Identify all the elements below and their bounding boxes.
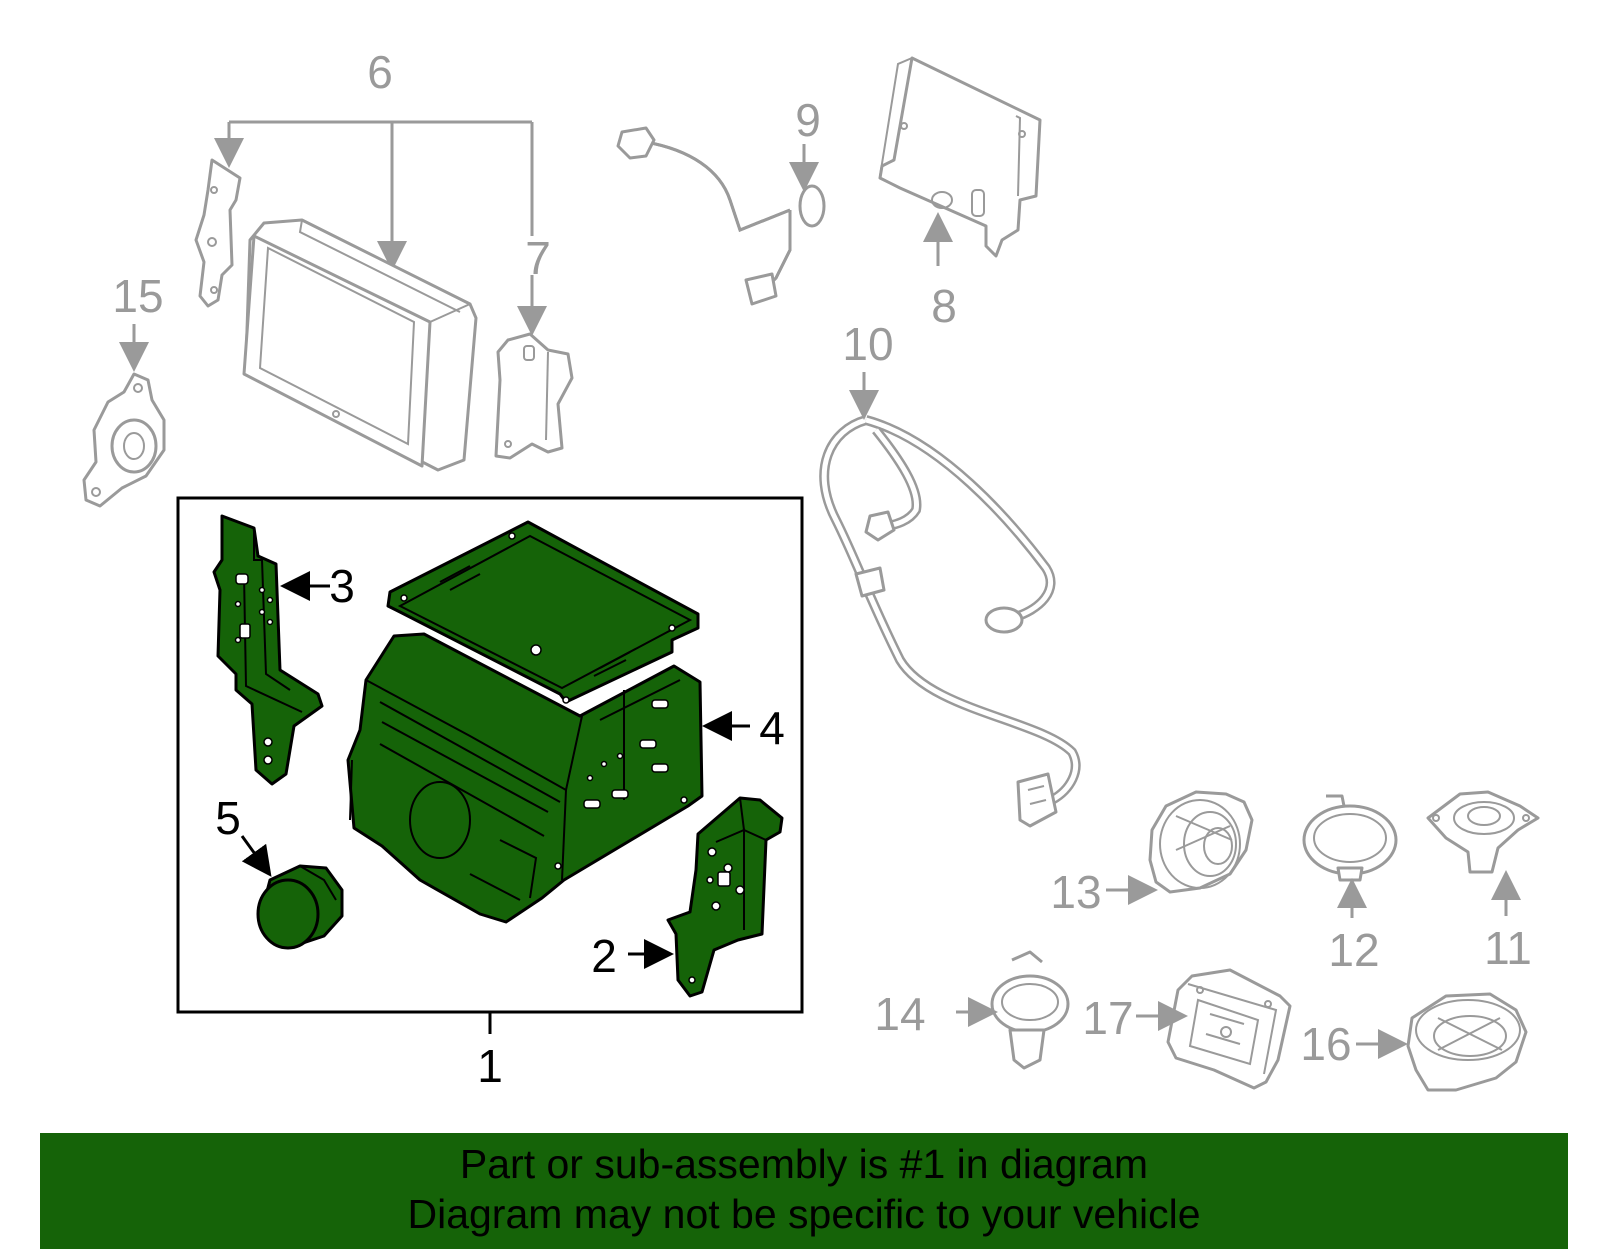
part-10-wiring-harness: [819, 415, 1081, 828]
part-11-tweeter: [1426, 790, 1540, 874]
part-13-speaker: [1148, 790, 1254, 894]
callout-6: 6: [367, 46, 393, 98]
callout-11: 11: [1484, 922, 1532, 974]
callout-12: 12: [1328, 924, 1379, 976]
footer-banner: Part or sub-assembly is #1 in diagram Di…: [40, 1133, 1568, 1249]
part-4-head-unit: [346, 520, 704, 924]
callout-13: 13: [1050, 866, 1101, 918]
callout-8: 8: [931, 280, 957, 332]
footer-line-1: Part or sub-assembly is #1 in diagram: [459, 1141, 1149, 1187]
callout-7: 7: [525, 232, 551, 284]
callout-1: 1: [477, 1040, 503, 1092]
callout-10: 10: [842, 318, 893, 370]
callout-9: 9: [795, 94, 821, 146]
part-5-knob: [256, 864, 344, 950]
footer-line-2: Diagram may not be specific to your vehi…: [407, 1191, 1201, 1237]
callout-5: 5: [215, 792, 241, 844]
part-12-speaker: [1302, 794, 1398, 882]
part-9-antenna-cable: [616, 126, 826, 306]
part-3-bracket: [212, 514, 324, 786]
part-16-woofer: [1406, 992, 1528, 1092]
callout-14: 14: [874, 988, 925, 1040]
part-8-module: [878, 56, 1042, 258]
part-2-bracket: [666, 796, 784, 998]
part-15-tweeter: [82, 372, 166, 508]
callout-15: 15: [112, 270, 163, 322]
part-14-tweeter: [990, 950, 1070, 1070]
callout-4: 4: [759, 702, 785, 754]
callout-2: 2: [591, 930, 617, 982]
callout-17: 17: [1082, 992, 1133, 1044]
callout-16: 16: [1300, 1018, 1351, 1070]
part-6-display-assembly: [194, 120, 574, 472]
part-17-amplifier: [1166, 968, 1292, 1090]
callout-3: 3: [329, 560, 355, 612]
